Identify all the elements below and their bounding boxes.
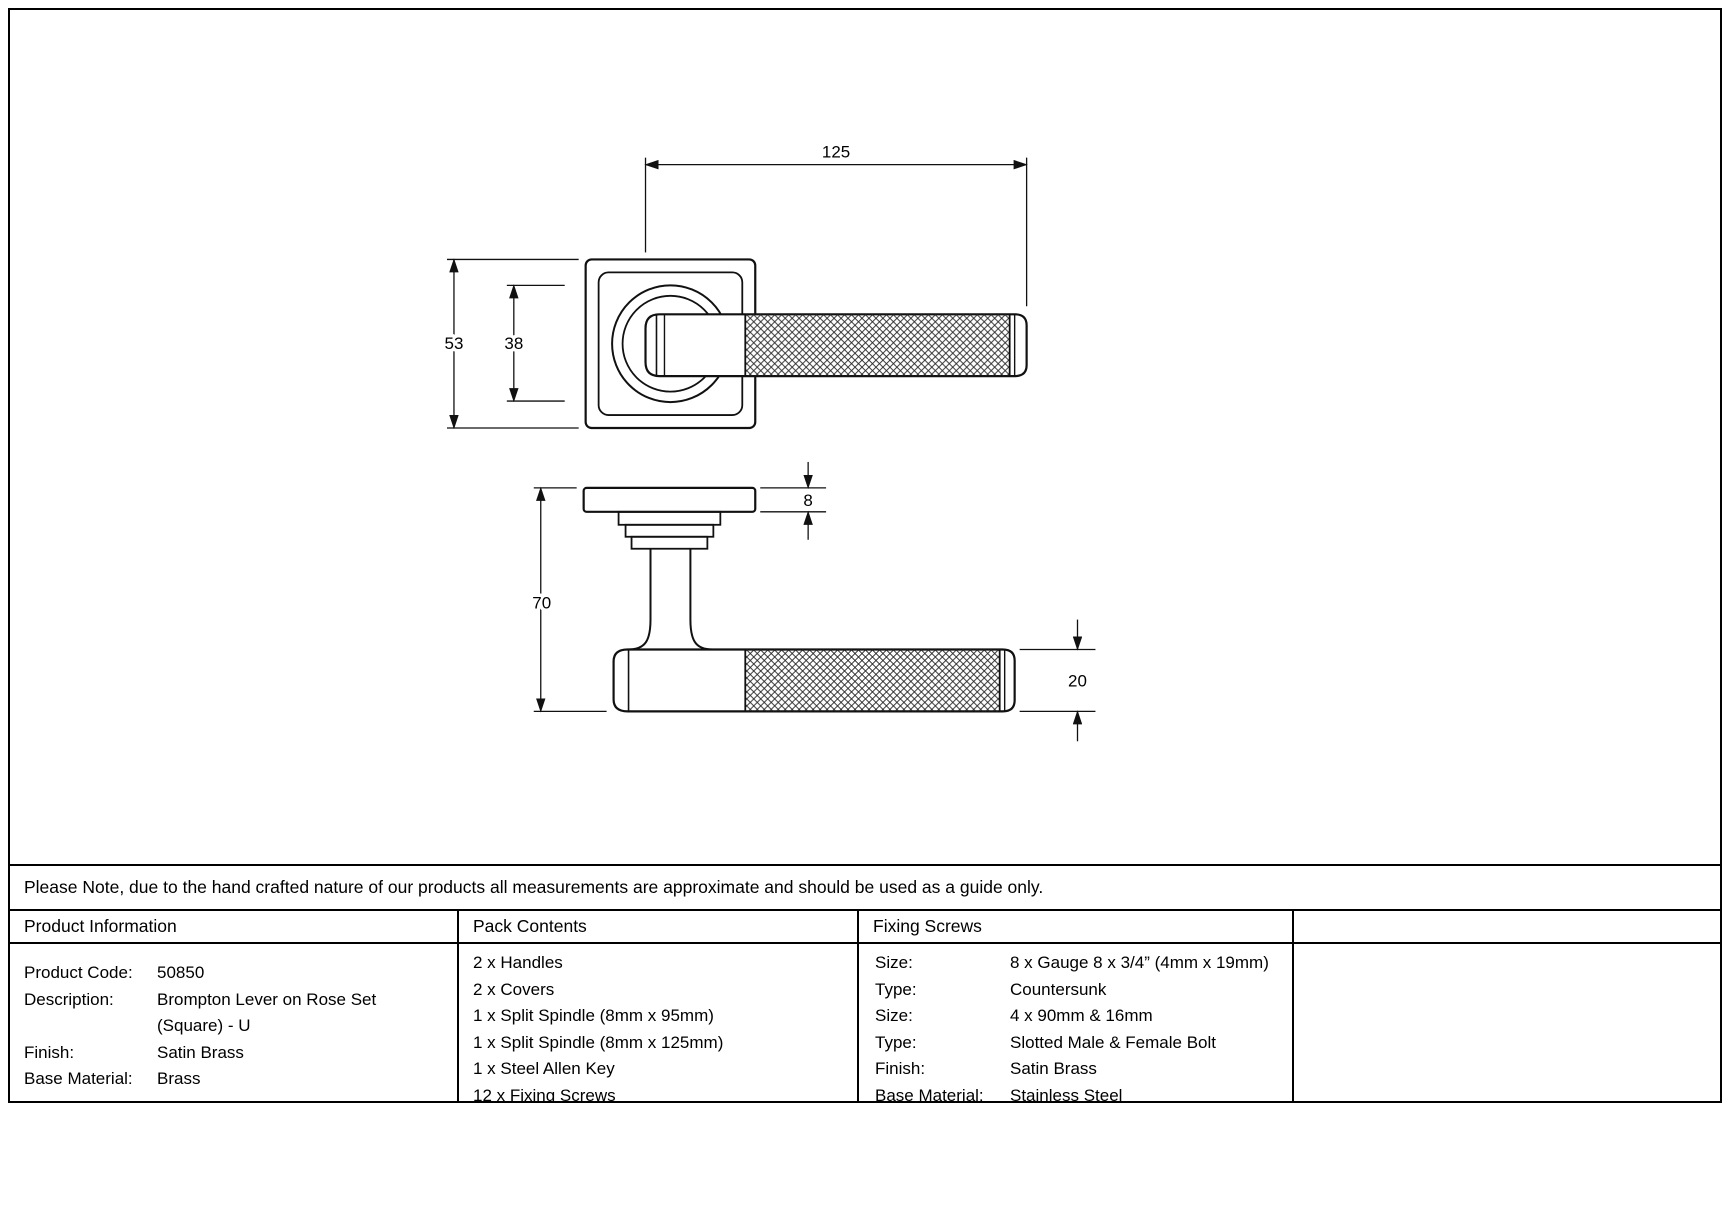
rose-side-step2 [624,523,715,538]
dim-bar-diameter-label: 20 [1068,671,1087,690]
dim-lever-length-label: 125 [822,143,850,162]
header-fixing-screws: Fixing Screws [857,911,1292,944]
field-label: Base Material: [875,1085,984,1102]
side-view [582,486,1016,713]
note-row: Please Note, due to the hand crafted nat… [10,864,1720,909]
dim-rose-thickness-label: 8 [803,491,812,510]
field-value: Stainless Steel [1010,1085,1123,1102]
list-item: 1 x Steel Allen Key [473,1059,615,1078]
pack-contents-body: 2 x Handles 2 x Covers 1 x Split Spindle… [457,944,857,1101]
table-row: Product Code: 50850 [24,960,457,987]
field-label: Product Code: [24,963,133,982]
dim-rose-inner-label: 38 [504,334,523,353]
header-empty [1292,911,1720,944]
table-row: Size: 8 x Gauge 8 x 3/4” (4mm x 19mm) [875,950,1292,977]
field-label: Type: [875,1032,917,1052]
list-item: 2 x Covers [473,979,555,999]
technical-drawing: 125 53 38 70 8 20 [441,139,1096,742]
field-label: Finish: [875,1059,926,1078]
lever-neck-right [689,548,713,651]
field-label: Size: [875,1006,913,1025]
lever-side-knurl [745,649,1000,712]
dimension-lines [446,157,1096,742]
table-row: Base Material: Stainless Steel [875,1083,1292,1102]
empty-column [1292,944,1720,1101]
field-value: Brompton Lever on Rose Set (Square) - U [157,989,377,1036]
list-item: 12 x Fixing Screws [473,1085,616,1102]
sheet-frame: 125 53 38 70 8 20 Please Note, due to th… [8,8,1722,1103]
spec-table: Product Information Pack Contents Fixing… [10,909,1720,1101]
field-value: 8 x Gauge 8 x 3/4” (4mm x 19mm) [1010,953,1269,972]
field-value: Satin Brass [1010,1059,1097,1078]
list-item: 2 x Handles [473,953,563,972]
product-info-body: Product Code: 50850 Description: Brompto… [10,944,457,1101]
fixing-screws-body: Size: 8 x Gauge 8 x 3/4” (4mm x 19mm) Ty… [857,944,1292,1101]
field-label: Type: [875,979,917,999]
table-row: Finish: Satin Brass [875,1056,1292,1083]
field-value: Brass [157,1069,201,1088]
field-label: Description: [24,989,114,1009]
field-value: 50850 [157,963,205,982]
table-row: Type: Countersunk [875,977,1292,1004]
rose-side-plate [582,486,757,513]
list-item: 1 x Split Spindle (8mm x 95mm) [473,1006,714,1025]
header-pack-contents: Pack Contents [457,911,857,944]
note-text: Please Note, due to the hand crafted nat… [24,877,1044,897]
table-row: Size: 4 x 90mm & 16mm [875,1003,1292,1030]
lever-front-knurl [745,314,1010,377]
table-row: Finish: Satin Brass [24,1040,457,1067]
field-label: Base Material: [24,1069,133,1088]
rose-side-step3 [630,535,709,550]
header-product-information: Product Information [10,911,457,944]
field-value: 4 x 90mm & 16mm [1010,1006,1153,1025]
field-value: Countersunk [1010,979,1107,999]
field-value: Satin Brass [157,1042,244,1062]
table-row: Base Material: Brass [24,1066,457,1093]
field-label: Finish: [24,1042,75,1062]
dim-projection-label: 70 [532,594,551,613]
list-item: 1 x Split Spindle (8mm x 125mm) [473,1032,724,1052]
front-view [584,258,1028,430]
table-row: Description: Brompton Lever on Rose Set … [24,987,457,1040]
table-row: Type: Slotted Male & Female Bolt [875,1030,1292,1057]
lever-neck-left [628,548,652,651]
field-value: Slotted Male & Female Bolt [1010,1032,1216,1052]
rose-side-step1 [617,510,722,526]
field-label: Size: [875,953,913,972]
dim-rose-size-label: 53 [445,334,464,353]
